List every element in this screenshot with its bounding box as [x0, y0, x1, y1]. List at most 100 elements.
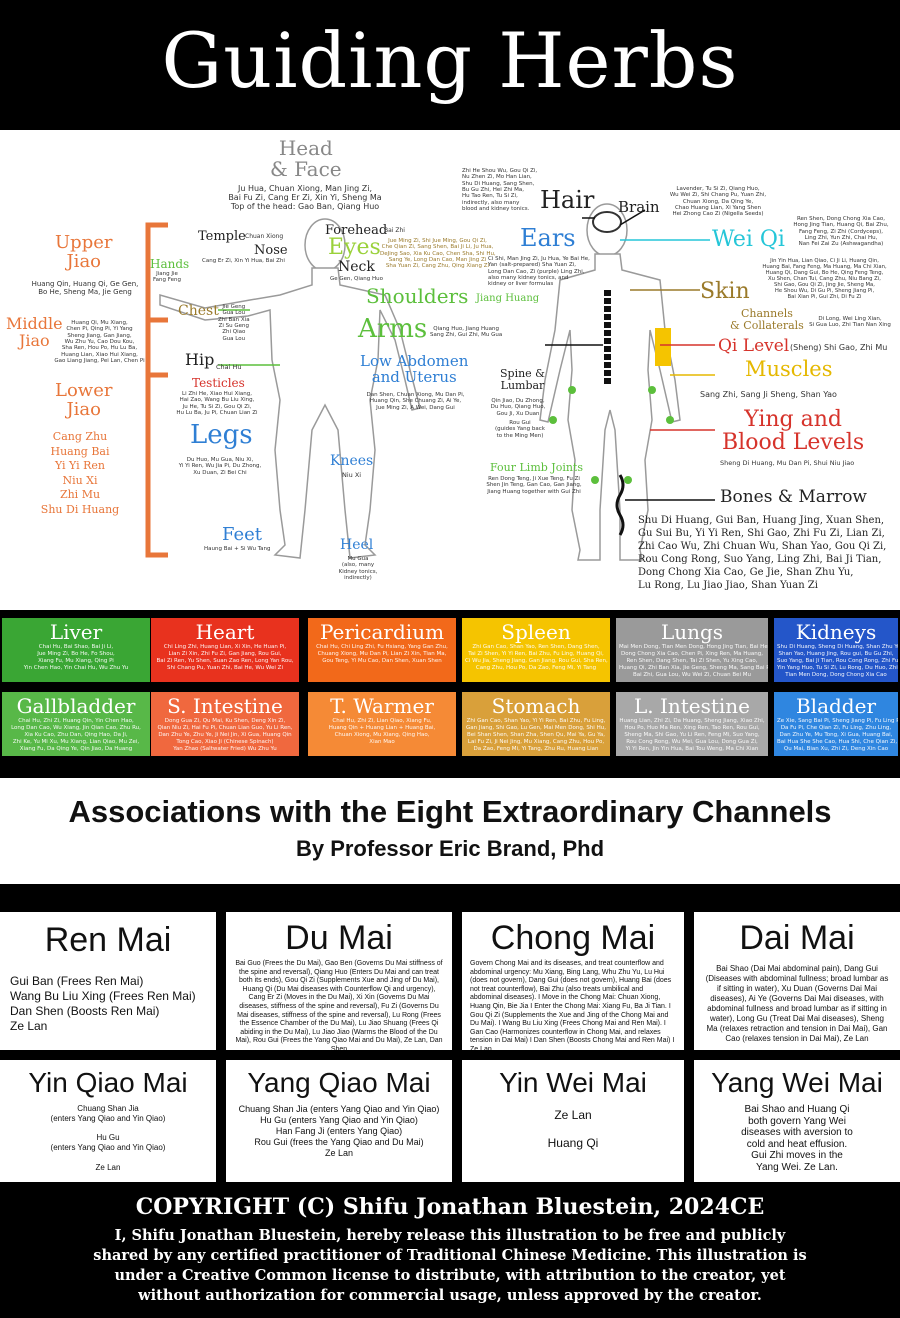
- temple-herbs: Chuan Xiong: [245, 233, 284, 240]
- ears-herbs: Ci Shi, Man Jing Zi, Ju Hua, Ye Bai He, …: [488, 256, 590, 288]
- channel-name: Du Mai: [285, 919, 393, 957]
- organ-name: Pericardium: [319, 620, 445, 644]
- channel-card-yin-qiao-mai: Yin Qiao Mai Chuang Shan Jia (enters Yan…: [0, 1060, 216, 1182]
- body-silhouettes: [145, 203, 715, 561]
- channel-name: Dai Mai: [739, 919, 855, 957]
- channel-card-yang-wei-mai: Yang Wei Mai Bai Shao and Huang Qi both …: [694, 1060, 900, 1182]
- channel-card-yang-qiao-mai: Yang Qiao Mai Chuang Shan Jia (enters Ya…: [226, 1060, 452, 1182]
- spine-herbs: Qin Jiao, Du Zhong, Du Huo, Qiang Huo, G…: [490, 398, 546, 417]
- organ-name: Gallbladder: [16, 694, 136, 718]
- head-face-label: Head & Face: [270, 136, 342, 181]
- forehead-label: Forehead: [325, 223, 388, 238]
- hair-label: Hair: [540, 186, 595, 214]
- upper-jiao-herbs: Huang Qin, Huang Qi, Ge Gen, Bo He, Shen…: [31, 280, 139, 297]
- channel-text: Gui Ban (Frees Ren Mai) Wang Bu Liu Xing…: [10, 974, 196, 1033]
- qi-level-herbs: (Sheng) Shi Gao, Zhi Mu: [790, 343, 888, 352]
- jiao-brackets: [145, 222, 168, 558]
- head-face-herbs: Ju Hua, Chuan Xiong, Man Jing Zi, Bai Fu…: [228, 184, 382, 212]
- channel-name: Yang Qiao Mai: [247, 1067, 431, 1098]
- hands-herbs: Jiang Jie Fang Feng: [153, 271, 181, 284]
- channel-card-dai-mai: Dai Mai Bai Shao (Dai Mai abdominal pain…: [694, 912, 900, 1050]
- channel-text: Govern Chong Mai and its diseases, and t…: [470, 960, 675, 1050]
- channel-name: Ren Mai: [44, 921, 172, 959]
- skin-herbs: Jin Yin Hua, Lian Qiao, Ci Ji Li, Huang …: [762, 258, 887, 301]
- neck-herbs: Ge Gen, Qiang Huo: [330, 276, 383, 282]
- rou-gui-label: Rou Gui (guides Yang back to the Ming Me…: [495, 420, 545, 439]
- legs-label: Legs: [190, 420, 253, 450]
- channel-text: Chuang Shan Jia (enters Yang Qiao and Yi…: [50, 1104, 166, 1172]
- organ-herbs: Chi Ling Zhi, Huang Lian, Xi Xin, He Hua…: [156, 644, 294, 671]
- feet-label: Feet: [222, 524, 263, 545]
- spine-icon: [604, 290, 611, 384]
- middle-jiao-herbs: Huang Qi, Mu Xiang, Chen Pi, Qing Pi, Yi…: [54, 320, 145, 364]
- channels-herbs: Di Long, Wei Ling Xian, Si Gua Luo, Zhi …: [809, 316, 891, 329]
- arms-label: Arms: [358, 314, 428, 344]
- legs-herbs: Du Huo, Mu Gua, Niu Xi, Yi Yi Ren, Wu Ji…: [178, 457, 262, 476]
- organ-herbs: Chai Hu, Bai Shao, Bai Ji Li, Jue Ming Z…: [23, 644, 129, 671]
- organ-name: S. Intestine: [167, 694, 283, 718]
- eyes-herbs: Jue Ming Zi, Shi Jue Ming, Gou Qi Zi, Ch…: [380, 238, 496, 270]
- low-abdomen-herbs: Dan Shen, Chuan Xiong, Mu Dan Pi, Huang …: [366, 392, 465, 411]
- ying-blood-label: Ying and Blood Levels: [722, 407, 865, 456]
- bones-herbs: Shu Di Huang, Gui Ban, Huang Jing, Xuan …: [638, 515, 887, 591]
- organ-name: Lungs: [660, 620, 724, 644]
- organ-name: Liver: [49, 620, 103, 644]
- copyright-heading: COPYRIGHT (C) Shifu Jonathan Bluestein, …: [135, 1194, 765, 1220]
- organ-name: Stomach: [491, 694, 581, 718]
- channel-text: Bai Shao and Huang Qi both govern Yang W…: [741, 1104, 853, 1173]
- wei-qi-herbs: Ren Shen, Dong Chong Xia Cao, Hong Jing …: [793, 216, 889, 248]
- channel-card-yin-wei-mai: Yin Wei Mai Ze Lan Huang Qi: [462, 1060, 684, 1182]
- page-title: Guiding Herbs: [0, 0, 900, 130]
- shoulders-herbs: Jiang Huang: [476, 293, 540, 304]
- skin-label: Skin: [700, 279, 750, 304]
- organ-name: L. Intestine: [633, 694, 751, 718]
- organ-herbs: Chai Hu, Zhi Zi, Lian Qiao, Xiang Fu, Hu…: [328, 718, 436, 745]
- channel-name: Yang Wei Mai: [711, 1067, 883, 1098]
- knees-label: Knees: [330, 453, 374, 469]
- eyes-label: Eyes: [328, 235, 381, 260]
- channel-text: Bai Shao (Dai Mai abdominal pain), Dang …: [705, 964, 889, 1043]
- organ-herbs: Dong Gua Zi, Qu Mai, Ku Shen, Deng Xin Z…: [157, 718, 293, 752]
- spine-label: Spine & Lumbar: [500, 367, 545, 392]
- organ-herbs: Chai Hu, Zhi Zi, Huang Qin, Yin Chen Hao…: [11, 718, 141, 752]
- shoulders-label: Shoulders: [366, 284, 469, 308]
- associations-title: Associations with the Eight Extraordinar…: [68, 794, 832, 829]
- channels-label: Channels & Collaterals: [730, 307, 804, 332]
- upper-jiao-label: Upper Jiao: [55, 232, 113, 272]
- bones-label: Bones & Marrow: [720, 487, 867, 507]
- temple-label: Temple: [198, 229, 246, 244]
- back-pointer-lines: [545, 209, 715, 501]
- hands-label: Hands: [150, 257, 190, 271]
- lower-jiao-herbs: Cang Zhu Huang Bai Yi Yi Ren Niu Xi Zhi …: [40, 430, 120, 516]
- channel-name: Yin Wei Mai: [499, 1067, 647, 1098]
- brain-label: Brain: [618, 198, 660, 216]
- channel-card-du-mai: Du Mai Bai Guo (Frees the Du Mai), Gao B…: [226, 912, 452, 1050]
- chest-label: Chest: [178, 303, 219, 319]
- nose-herbs: Cang Er Zi, Xin Yi Hua, Bai Zhi: [202, 258, 285, 264]
- heel-label: Heel: [340, 537, 374, 553]
- ears-label: Ears: [520, 224, 576, 252]
- organ-herbs: Zhi Gan Cao, Shan Yao, Yi Yi Ren, Bai Zh…: [466, 718, 606, 752]
- body-diagram: Head & Face Ju Hua, Chuan Xiong, Man Jin…: [0, 130, 900, 610]
- forehead-herbs: Bai Zhi: [384, 227, 405, 234]
- muscles-herbs: Sang Zhi, Sang Ji Sheng, Shan Yao: [700, 390, 837, 399]
- bone-icon: [615, 474, 625, 536]
- brain-icon: [592, 211, 622, 233]
- channel-text: Ze Lan Huang Qi: [547, 1108, 599, 1150]
- ying-blood-herbs: Sheng Di Huang, Mu Dan Pi, Shui Niu Jiao: [720, 459, 855, 467]
- four-limb-herbs: Ren Dong Teng, Ji Xue Teng, Fu Zi Shen J…: [486, 476, 582, 495]
- channel-text: Chuang Shan Jia (enters Yang Qiao and Yi…: [238, 1104, 440, 1158]
- organ-herbs: Ze Xie, Sang Bai Pi, Sheng Jiang Pi, Fu …: [777, 718, 898, 752]
- lower-jiao-label: Lower Jiao: [55, 380, 113, 420]
- chest-herbs: Jie Geng Gua Lou Zhi Ban Xia Zi Su Geng …: [218, 304, 250, 342]
